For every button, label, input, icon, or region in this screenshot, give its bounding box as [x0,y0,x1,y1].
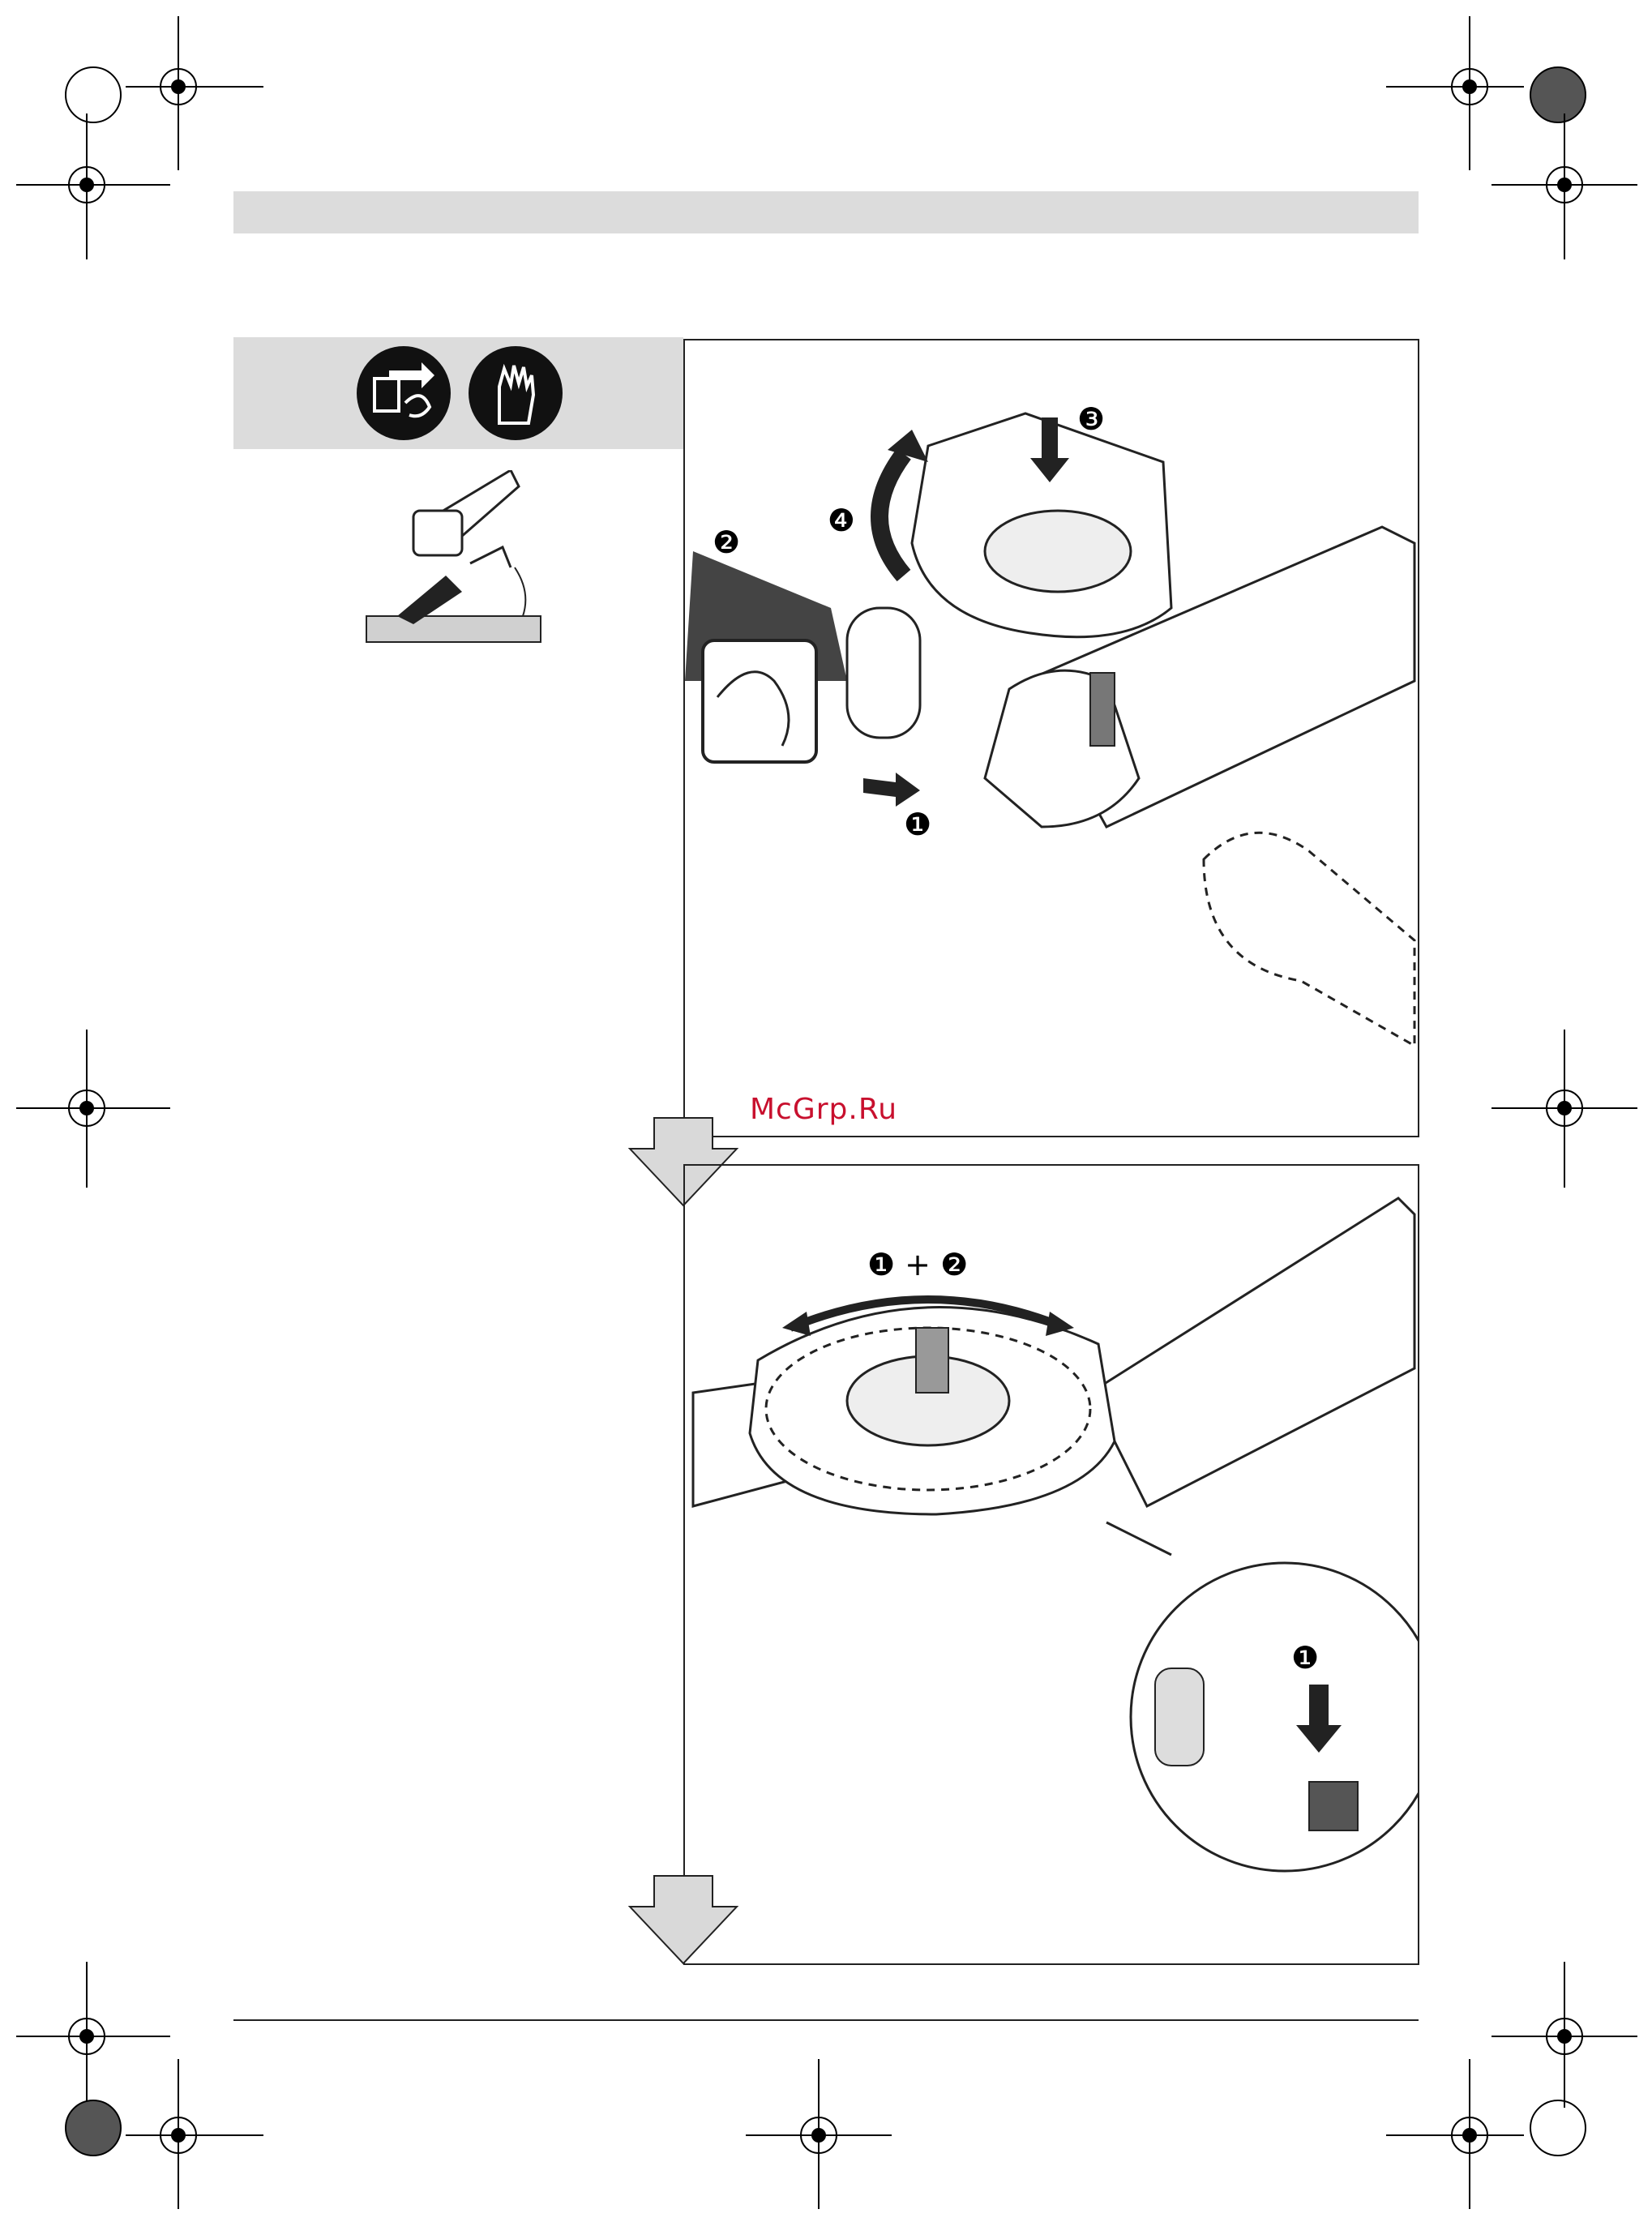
safety-icon-panel [233,337,683,449]
label-4: ❹ [828,503,855,538]
label-1: ❶ [904,807,931,842]
guard-rotation-illustration: ❶ + ❷ ❶ [685,1166,1418,1963]
step1-figure: ❸ ❹ ❷ ❶ [683,339,1419,1137]
step2-figure: ❶ + ❷ ❶ [683,1164,1419,1965]
unplug-icon [357,346,451,440]
label-3: ❸ [1077,401,1105,437]
footer-rule [233,2019,1419,2021]
watermark: McGrp.Ru [750,1093,897,1126]
gloves-icon [469,346,563,440]
label-2: ❷ [713,524,740,560]
down-arrow-2 [627,1874,740,1972]
grinder-angle-illustration [349,470,543,649]
guard-removal-illustration: ❸ ❹ ❷ ❶ [685,340,1418,1136]
rotate-label: ❶ + ❷ [867,1247,968,1282]
header-bar [233,191,1419,233]
detail-label: ❶ [1291,1640,1319,1676]
